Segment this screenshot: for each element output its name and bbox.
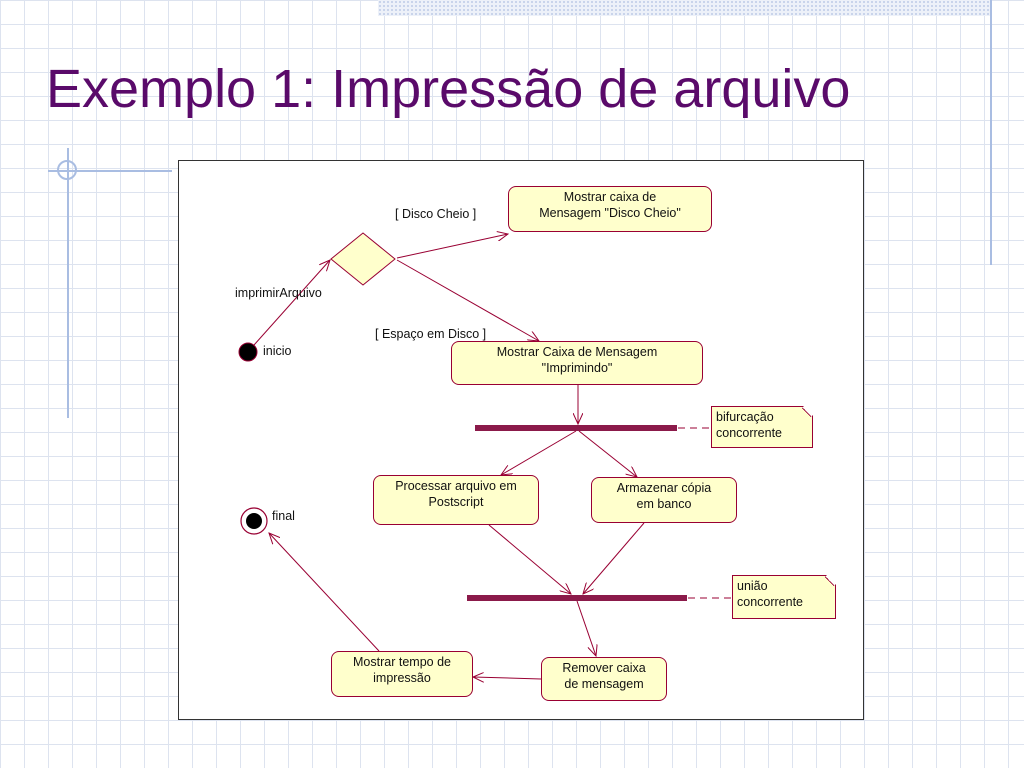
end-label: final [272,509,295,523]
left-decorative-vertical-line [67,148,69,418]
edge-fork-to-processar [501,430,577,475]
diagram-edges [238,161,732,721]
top-decorative-band [378,0,990,16]
edge-processar-to-join [488,524,571,594]
edge-tempo-to-final [269,533,380,652]
activity-diagram: inicio final imprimirArquivo [ Disco Che… [178,160,864,720]
edge-remover-to-tempo [473,677,542,679]
decision-node [330,232,396,286]
start-label: inicio [263,344,292,358]
right-decorative-line [990,0,992,265]
slide-title: Exemplo 1: Impressão de arquivo [46,59,851,119]
activity-mostrar-disco-cheio: Mostrar caixa de Mensagem "Disco Cheio" [508,186,712,232]
edge-fork-to-armazenar [578,430,637,477]
activity-mostrar-imprimindo: Mostrar Caixa de Mensagem "Imprimindo" [451,341,703,385]
activity-mostrar-tempo: Mostrar tempo de impressão [331,651,473,697]
activity-armazenar-copia: Armazenar cópia em banco [591,477,737,523]
edge-decision-to-imprimindo [396,259,539,341]
transition-label-imprimir: imprimirArquivo [235,286,322,300]
edge-inicio-to-decision [253,260,330,346]
note-bifurcacao-concorrente: bifurcação concorrente [711,406,813,448]
edge-join-to-remover [576,600,596,656]
join-bar [467,595,687,601]
fork-bar [475,425,677,431]
edge-armazenar-to-join [583,522,645,594]
guard-label-espaco-em-disco: [ Espaço em Disco ] [375,327,487,341]
final-node-inner [246,513,262,529]
initial-node [238,342,258,362]
left-decorative-horizontal-line [48,170,172,172]
left-decorative-circle [57,160,77,180]
guard-label-disco-cheio: [ Disco Cheio ] [395,207,477,221]
activity-processar-postscript: Processar arquivo em Postscript [373,475,539,525]
edge-decision-to-disco-cheio [396,234,508,259]
note-uniao-concorrente: união concorrente [732,575,836,619]
activity-remover-caixa: Remover caixa de mensagem [541,657,667,701]
